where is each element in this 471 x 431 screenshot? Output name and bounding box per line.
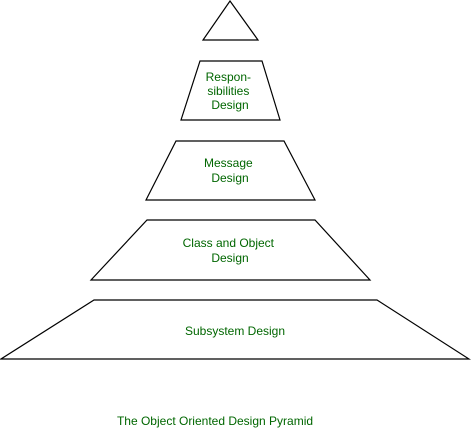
subsystem-design-label: Subsystem Design [185, 324, 285, 338]
class-and-object-design-label-line-2: Design [211, 251, 248, 265]
diagram-caption: The Object Oriented Design Pyramid [117, 414, 313, 428]
message-design-label-line-2: Design [211, 171, 248, 185]
message-design-trapezoid [145, 140, 316, 201]
class-and-object-design-trapezoid [89, 219, 372, 281]
message-design-label-line-1: Message [204, 156, 253, 170]
responsibilities-design-label-line-1: Respon- [206, 70, 251, 84]
responsibilities-design-label-line-3: Design [211, 98, 248, 112]
class-and-object-design-label-line-1: Class and Object [183, 236, 275, 250]
class-and-object-design-label: Class and Object Design [183, 236, 278, 265]
responsibilities-design-label-line-2: sibilities [207, 84, 249, 98]
subsystem-design-label-line-1: Subsystem Design [185, 324, 285, 338]
subsystem-design-trapezoid [0, 299, 471, 360]
responsibilities-design-trapezoid [180, 60, 281, 121]
message-design-label: Message Design [204, 156, 256, 185]
responsibilities-design-label: Respon- sibilities Design [206, 70, 255, 112]
pyramid-apex-triangle [201, 0, 260, 41]
